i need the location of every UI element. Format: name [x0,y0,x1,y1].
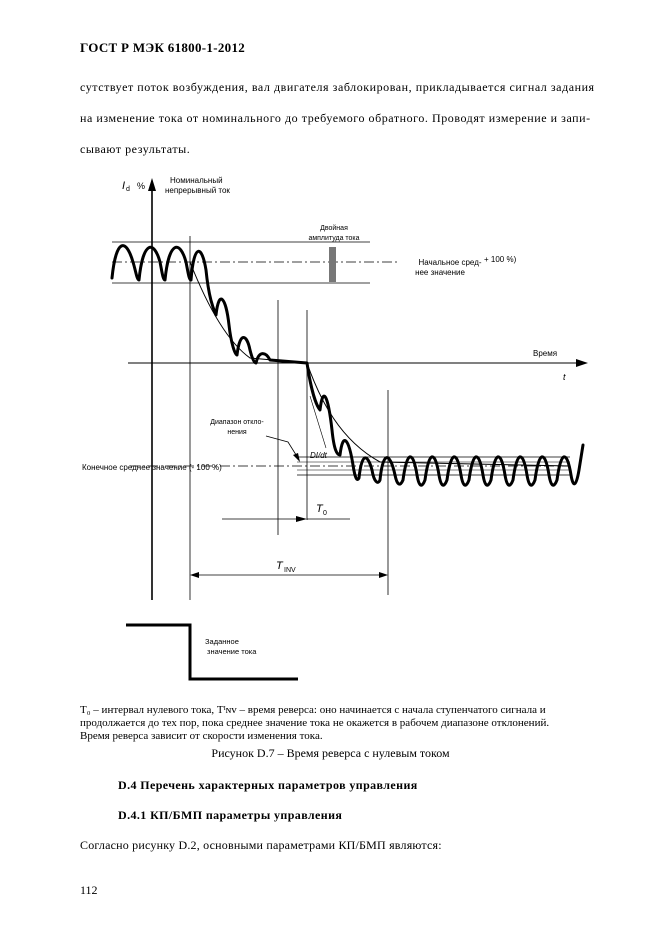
dev-range-leader [265,435,299,459]
y-axis-arrow [148,178,156,191]
setpoint-step [126,623,298,681]
t-label: t [563,372,566,382]
nominal-label-2: непрерывный ток [165,186,230,195]
initial-mean-value: + 100 %) [484,255,517,264]
tinv-arrowhead-left [190,572,199,578]
didt-label: DI/dt [310,451,328,460]
initial-mean-label-1: Начальное сред- [418,258,481,267]
body-line-last: Согласно рисунку D.2, основными параметр… [80,838,442,852]
tinv-label-sub: INV [284,567,296,574]
t0-label-sub: 0 [323,510,327,517]
caption-line-1: T₀ – интервал нулевого тока, Tᴵɴᴠ – врем… [80,704,546,716]
setpoint-label-1: Заданное [205,637,239,646]
double-amp-label-2: амплитуда тока [308,235,359,242]
caption-line-3: Время реверса зависит от скорости измене… [80,730,323,742]
y-axis-unit: % [137,181,145,191]
section-heading-d41: D.4.1 КП/БМП параметры управления [118,808,343,822]
body-line-3: сывают результаты. [80,142,191,156]
y-axis-label-sub: d [126,186,130,193]
tinv-arrowhead-right [379,572,388,578]
page-number: 112 [80,883,98,897]
figure-caption: Рисунок D.7 – Время реверса с нулевым то… [211,746,450,760]
final-mean-label: Конечное среднее значение (- 100 %) [82,463,222,472]
caption-line-2: продолжается до тех пор, пока среднее зн… [80,717,550,729]
setpoint-label-2: значение тока [207,647,257,656]
double-amp-label-1: Двойная [320,224,348,232]
didt-tangent [309,395,327,449]
dev-range-label-2: нения [227,429,247,436]
dev-range-label-1: Диапазон откло- [210,419,264,426]
mean-curve [189,261,571,467]
time-label: Время [533,349,557,358]
document-header: ГОСТ Р МЭК 61800-1-2012 [80,40,246,55]
t0-arrowhead [296,516,307,522]
y-axis-label: I [122,180,125,192]
time-axis-arrow [576,359,588,367]
tinv-label: T [276,560,284,572]
initial-mean-label-2: нее значение [415,268,465,277]
nominal-label-1: Номинальный [170,176,223,185]
section-heading-d4: D.4 Перечень характерных параметров упра… [118,778,418,792]
dev-range-arrowhead [293,453,300,462]
t0-label: T [316,503,324,515]
double-amplitude-marker [329,247,336,282]
current-waveform [110,244,585,487]
body-line-1: сутствует поток возбуждения, вал двигате… [80,80,595,94]
body-line-2: на изменение тока от номинального до тре… [80,111,591,125]
